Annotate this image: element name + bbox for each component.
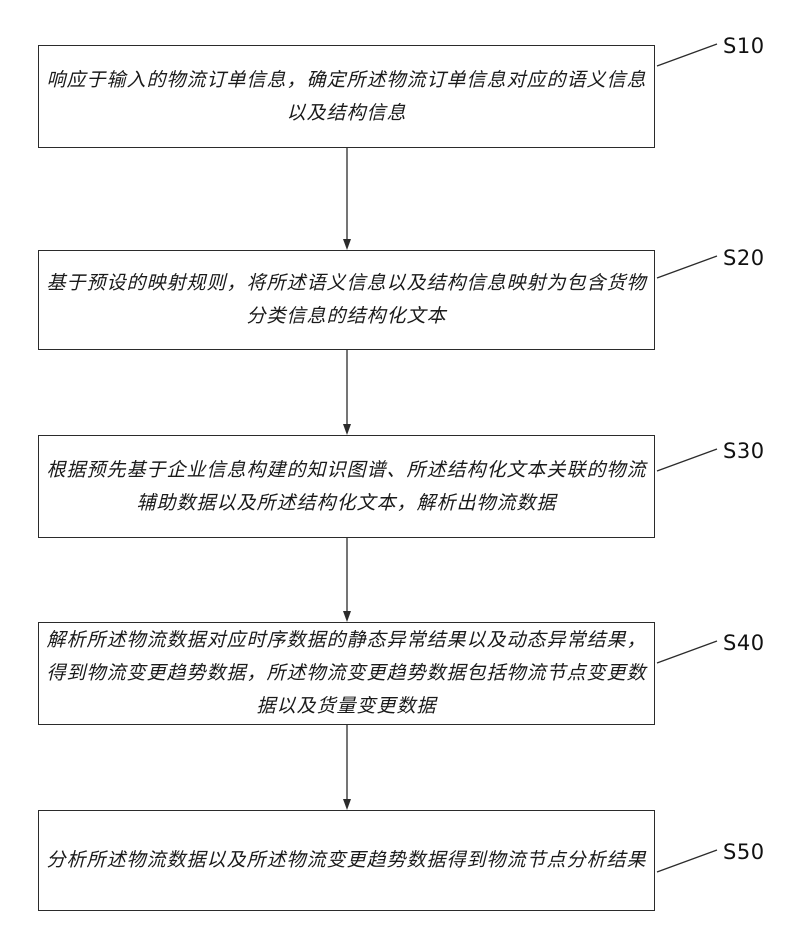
flow-step-box-4: 解析所述物流数据对应时序数据的静态异常结果以及动态异常结果，得到物流变更趋势数据… — [38, 622, 655, 725]
step-label-s40: S40 — [723, 631, 765, 655]
callout-line-s50 — [656, 849, 718, 873]
flow-step-text-1: 响应于输入的物流订单信息，确定所述物流订单信息对应的语义信息以及结构信息 — [46, 68, 647, 124]
flow-step-text-2: 基于预设的映射规则，将所述语义信息以及结构信息映射为包含货物分类信息的结构化文本 — [46, 272, 647, 327]
flow-step-text-3: 根据预先基于企业信息构建的知识图谱、所述结构化文本关联的物流辅助数据以及所述结构… — [46, 458, 647, 514]
flow-step-box-2: 基于预设的映射规则，将所述语义信息以及结构信息映射为包含货物分类信息的结构化文本 — [38, 250, 655, 350]
arrow-connector-3 — [343, 538, 351, 622]
callout-line-s40 — [656, 640, 718, 664]
arrow-connector-2 — [343, 350, 351, 435]
step-label-s10: S10 — [723, 34, 765, 58]
flow-step-text-4: 解析所述物流数据对应时序数据的静态异常结果以及动态异常结果，得到物流变更趋势数据… — [46, 629, 647, 717]
step-label-s20: S20 — [723, 246, 765, 270]
arrow-connector-4 — [343, 725, 351, 810]
flow-step-box-5: 分析所述物流数据以及所述物流变更趋势数据得到物流节点分析结果 — [38, 810, 655, 911]
callout-line-s20 — [656, 255, 718, 279]
flow-step-box-1: 响应于输入的物流订单信息，确定所述物流订单信息对应的语义信息以及结构信息 — [38, 45, 655, 148]
step-label-s50: S50 — [723, 840, 765, 864]
callout-line-s30 — [656, 448, 718, 472]
callout-line-s10 — [656, 43, 718, 67]
flow-step-box-3: 根据预先基于企业信息构建的知识图谱、所述结构化文本关联的物流辅助数据以及所述结构… — [38, 435, 655, 538]
arrow-connector-1 — [343, 148, 351, 250]
flow-step-text-5: 分析所述物流数据以及所述物流变更趋势数据得到物流节点分析结果 — [46, 849, 647, 871]
step-label-s30: S30 — [723, 439, 765, 463]
